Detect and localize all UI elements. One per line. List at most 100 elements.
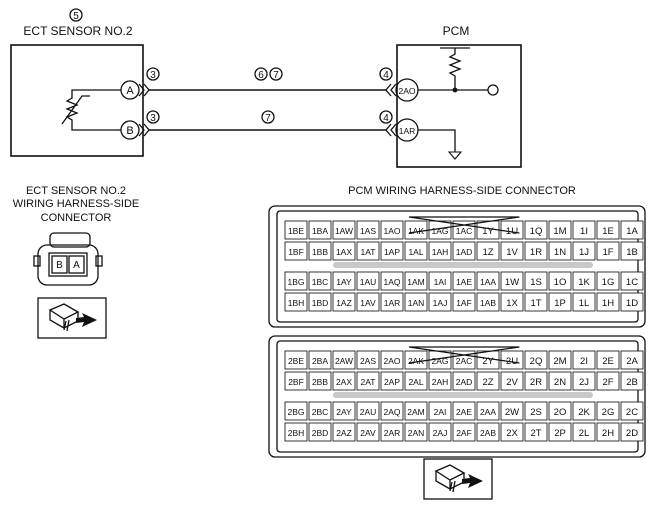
connector-pin-label: 2BF: [288, 377, 304, 387]
sensor-box: [10, 44, 144, 157]
ground-icon: [418, 129, 463, 160]
connector-pin-label: 2V: [506, 377, 518, 388]
connector-pin-cell: [476, 422, 500, 442]
terminal-2ao-label: 2AO: [398, 86, 415, 96]
connector-pin-cell: [452, 401, 476, 421]
connector-pin-label: 1AN: [408, 298, 425, 308]
connector-pin-cell: [476, 271, 500, 291]
connector-pin-label: 1AG: [431, 226, 448, 236]
connector-pin-label: 2AU: [360, 407, 377, 417]
connector-pin-cell: [356, 371, 380, 391]
connector-pin-label: 1AU: [360, 277, 377, 287]
connector-pin-label: 2F: [602, 377, 613, 388]
connector-pin-cell: [596, 241, 620, 261]
connector-pin-label: 1R: [530, 247, 542, 258]
connector-pin-cell: [596, 401, 620, 421]
connector-pin-cell: [404, 271, 428, 291]
connector-pin-label: 2J: [579, 377, 589, 388]
connector-pin-cell: [620, 350, 644, 370]
connector-pin-label: 2AA: [480, 407, 496, 417]
connector-pin-label: 2AR: [384, 428, 401, 438]
connector-pin-label: 1AS: [360, 226, 376, 236]
connector-pin-cell: [596, 220, 620, 240]
sensor-number: 5: [73, 11, 79, 22]
connector-pin-cell: [404, 241, 428, 261]
connector-pin-cell: [524, 241, 548, 261]
connector-pin-cell: [548, 292, 572, 312]
connector-pin-label: 2AX: [336, 377, 352, 387]
pcm-output-node: [487, 84, 499, 96]
connector-pin-cell: [500, 292, 524, 312]
connector-pin-label: 1BH: [288, 298, 305, 308]
connector-pin-label: 2BE: [288, 356, 304, 366]
connector-pin-cell: [500, 401, 524, 421]
connector-pin-cell: [620, 401, 644, 421]
connector-pin-cell: [620, 422, 644, 442]
connector-pin-cell: [548, 350, 572, 370]
connector-pin-cell: [620, 241, 644, 261]
connector-pin-cell: [476, 371, 500, 391]
connector-pin-cell: [572, 350, 596, 370]
connector-pin-label: 1AV: [360, 298, 376, 308]
connector-pin-cell: [452, 371, 476, 391]
terminal-1ar-label: 1AR: [399, 126, 416, 136]
connector-view-icon: [37, 297, 107, 339]
connector-pin-cell: [380, 422, 404, 442]
connector-pin-label: 2T: [530, 428, 541, 439]
connector-pin-cell: [284, 350, 308, 370]
connector-pin-label: 2C: [626, 407, 638, 418]
connector-pin-cell: [332, 401, 356, 421]
connector-pin-cell: [404, 292, 428, 312]
connector-pin-label: 2BB: [312, 377, 328, 387]
connector-pin-label: 2AQ: [383, 407, 400, 417]
connector-pin-label: 2R: [530, 377, 542, 388]
connector-pin-label: 1N: [554, 247, 566, 258]
terminal-a-label: A: [126, 85, 134, 97]
connector-pin-label: 2H: [602, 428, 614, 439]
connector-pin-label: 2BD: [312, 428, 329, 438]
connector-pin-cell: [572, 241, 596, 261]
connector-pin-label: 2K: [578, 407, 590, 418]
pcm-section: PCM 2AO 1AR: [395, 24, 522, 168]
connector-pin-cell: [524, 422, 548, 442]
connector-pin-cell: [572, 292, 596, 312]
connector-pin-label: 1AK: [408, 226, 424, 236]
connector-pin-label: 1L: [579, 298, 590, 309]
connector-pin-label: 2Y: [482, 356, 494, 367]
connector-pin-cell: [308, 371, 332, 391]
connector-pin-cell: [284, 371, 308, 391]
connector-pin-cell: [308, 422, 332, 442]
connector-pin-label: 1AC: [456, 226, 473, 236]
connector-pin-cell: [548, 422, 572, 442]
connector-pin-cell: [428, 371, 452, 391]
connector-pin-cell: [380, 401, 404, 421]
connector-pin-cell: [500, 371, 524, 391]
pcm-title: PCM: [443, 24, 470, 38]
connector-pin-label: 1S: [530, 277, 542, 288]
wire-upper-left-label: 3: [150, 70, 156, 81]
connector-pin-cell: [572, 422, 596, 442]
connector-pin-label: 1T: [530, 298, 541, 309]
connector-pin-label: 1C: [626, 277, 638, 288]
connector-pin-cell: [596, 422, 620, 442]
connector-pin-label: 1AB: [480, 298, 496, 308]
connector-pin-label: 2D: [626, 428, 638, 439]
connector-pin-label: 2AT: [361, 377, 376, 387]
connector-pin-cell: [332, 271, 356, 291]
connector-pin-label: 1Y: [482, 226, 494, 237]
connector-pin-label: 2B: [626, 377, 638, 388]
connector-pin-label: 2AY: [336, 407, 352, 417]
wire-upper: 3 6 7 4: [138, 67, 397, 97]
connector-pin-label: 1I: [580, 226, 588, 237]
connector-pin-label: 2BA: [312, 356, 328, 366]
connector-pin-cell: [380, 371, 404, 391]
sensor-connector-shell: [33, 232, 103, 286]
connector-pin-cell: [284, 220, 308, 240]
connector-pin-cell: [452, 422, 476, 442]
connector-pin-label: 1P: [554, 298, 566, 309]
connector-pin-cell: [476, 241, 500, 261]
wire-lower-right-label: 4: [383, 113, 389, 124]
connector-pin-label: 2AK: [408, 356, 424, 366]
connector-pin-label: 1BG: [287, 277, 304, 287]
